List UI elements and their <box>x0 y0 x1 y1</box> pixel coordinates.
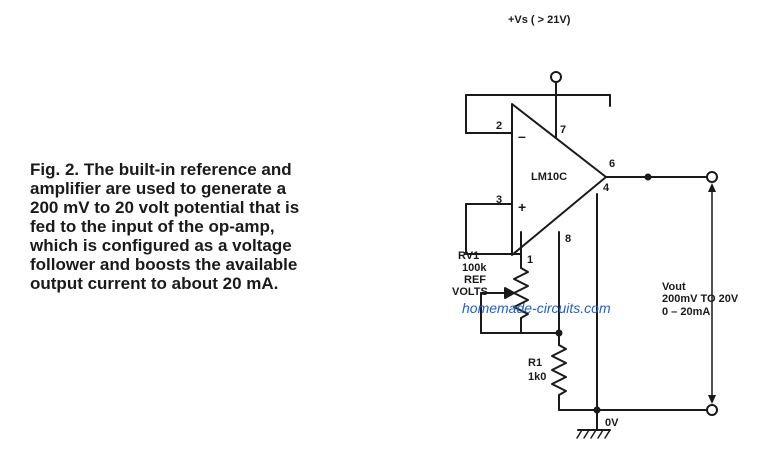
watermark: homemade-circuits.com <box>462 300 611 316</box>
vout-arrow-down <box>708 395 716 404</box>
supply-terminal[interactable] <box>550 71 562 83</box>
supply-label: +Vs ( > 21V) <box>508 14 571 26</box>
caption-line: Fig. 2. The built-in reference and <box>30 160 292 179</box>
noninverting-input-sign: + <box>518 199 526 215</box>
output-junction <box>644 173 652 181</box>
vout-label: Vout <box>662 281 686 293</box>
op-amp-symbol <box>511 103 607 256</box>
rv1-value: 100k <box>462 262 487 274</box>
caption-line: amplifier are used to generate a <box>30 179 287 198</box>
caption-line: fed to the input of the op-amp, <box>30 217 275 236</box>
caption-line: output current to about 20 mA. <box>30 274 279 293</box>
rv1-volts-label: VOLTS <box>452 286 488 298</box>
rv1-wiper-arrow <box>504 287 515 299</box>
pin-8-label: 8 <box>565 233 571 245</box>
vout-range: 200mV TO 20V <box>662 293 739 305</box>
vout-arrow-up <box>708 183 716 192</box>
caption-line: 200 mV to 20 volt potential that is <box>30 198 300 217</box>
caption-line: follower and boosts the available <box>30 255 298 274</box>
caption-line: which is configured as a voltage <box>30 236 292 255</box>
vout-current: 0 – 20mA <box>662 306 710 318</box>
r1-name: R1 <box>528 357 542 369</box>
pin-3-label: 3 <box>496 194 502 206</box>
output-terminal[interactable] <box>706 171 718 183</box>
ground-label: 0V <box>605 417 619 429</box>
ground-terminal[interactable] <box>706 404 718 416</box>
r1-top-junction <box>555 329 563 337</box>
r1-value: 1k0 <box>528 371 546 383</box>
figure-caption: Fig. 2. The built-in reference and ampli… <box>30 160 430 293</box>
ground-symbol <box>576 429 611 439</box>
pin-4-label: 4 <box>603 182 610 194</box>
pin-1-label: 1 <box>527 254 533 266</box>
pin-7-label: 7 <box>560 124 566 136</box>
pin-6-label: 6 <box>609 158 615 170</box>
ic-label: LM10C <box>531 171 567 183</box>
ground-junction <box>593 406 601 414</box>
rv1-ref-label: REF <box>464 274 486 286</box>
pin-2-label: 2 <box>496 120 502 132</box>
rv1-name: RV1 <box>458 250 479 262</box>
inverting-input-sign: – <box>518 128 526 144</box>
r1-resistor <box>551 344 567 396</box>
